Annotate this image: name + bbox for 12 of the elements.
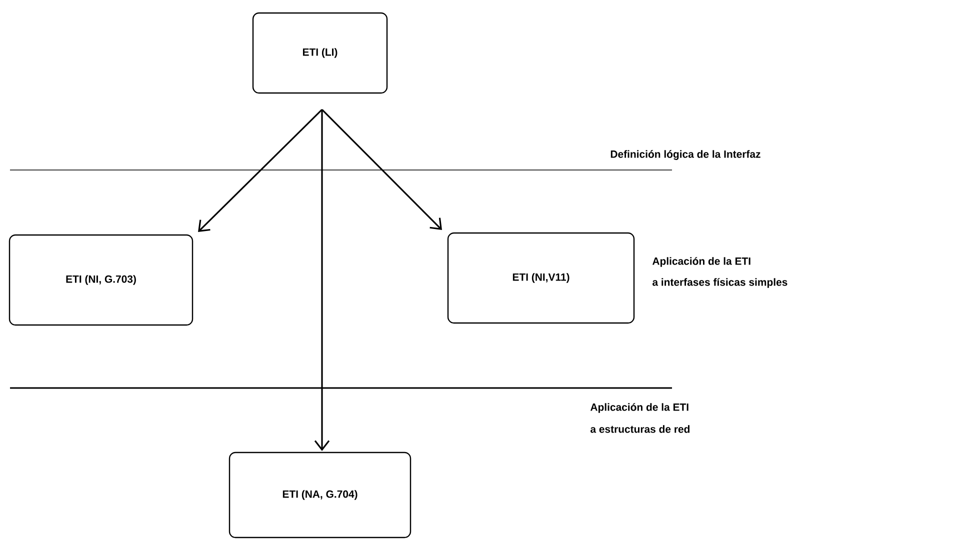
annotation-text: a estructuras de red [590, 425, 690, 433]
process-box: ETI (LI) [252, 12, 388, 94]
arrow [321, 109, 442, 230]
annotation-text: Aplicación de la ETI [590, 403, 688, 413]
annotation-text: Definición lógica de la Interfaz [610, 150, 760, 160]
process-box: ETI (NI,V11) [447, 232, 635, 324]
annotation-text: a interfases físicas simples [652, 278, 788, 288]
arrow [314, 110, 330, 451]
process-box: ETI (NA, G.704) [228, 452, 412, 538]
process-box: ETI (NI, G.703) [8, 234, 194, 326]
annotation-text: Aplicación de la ETI [652, 257, 750, 267]
arrow [198, 109, 323, 232]
